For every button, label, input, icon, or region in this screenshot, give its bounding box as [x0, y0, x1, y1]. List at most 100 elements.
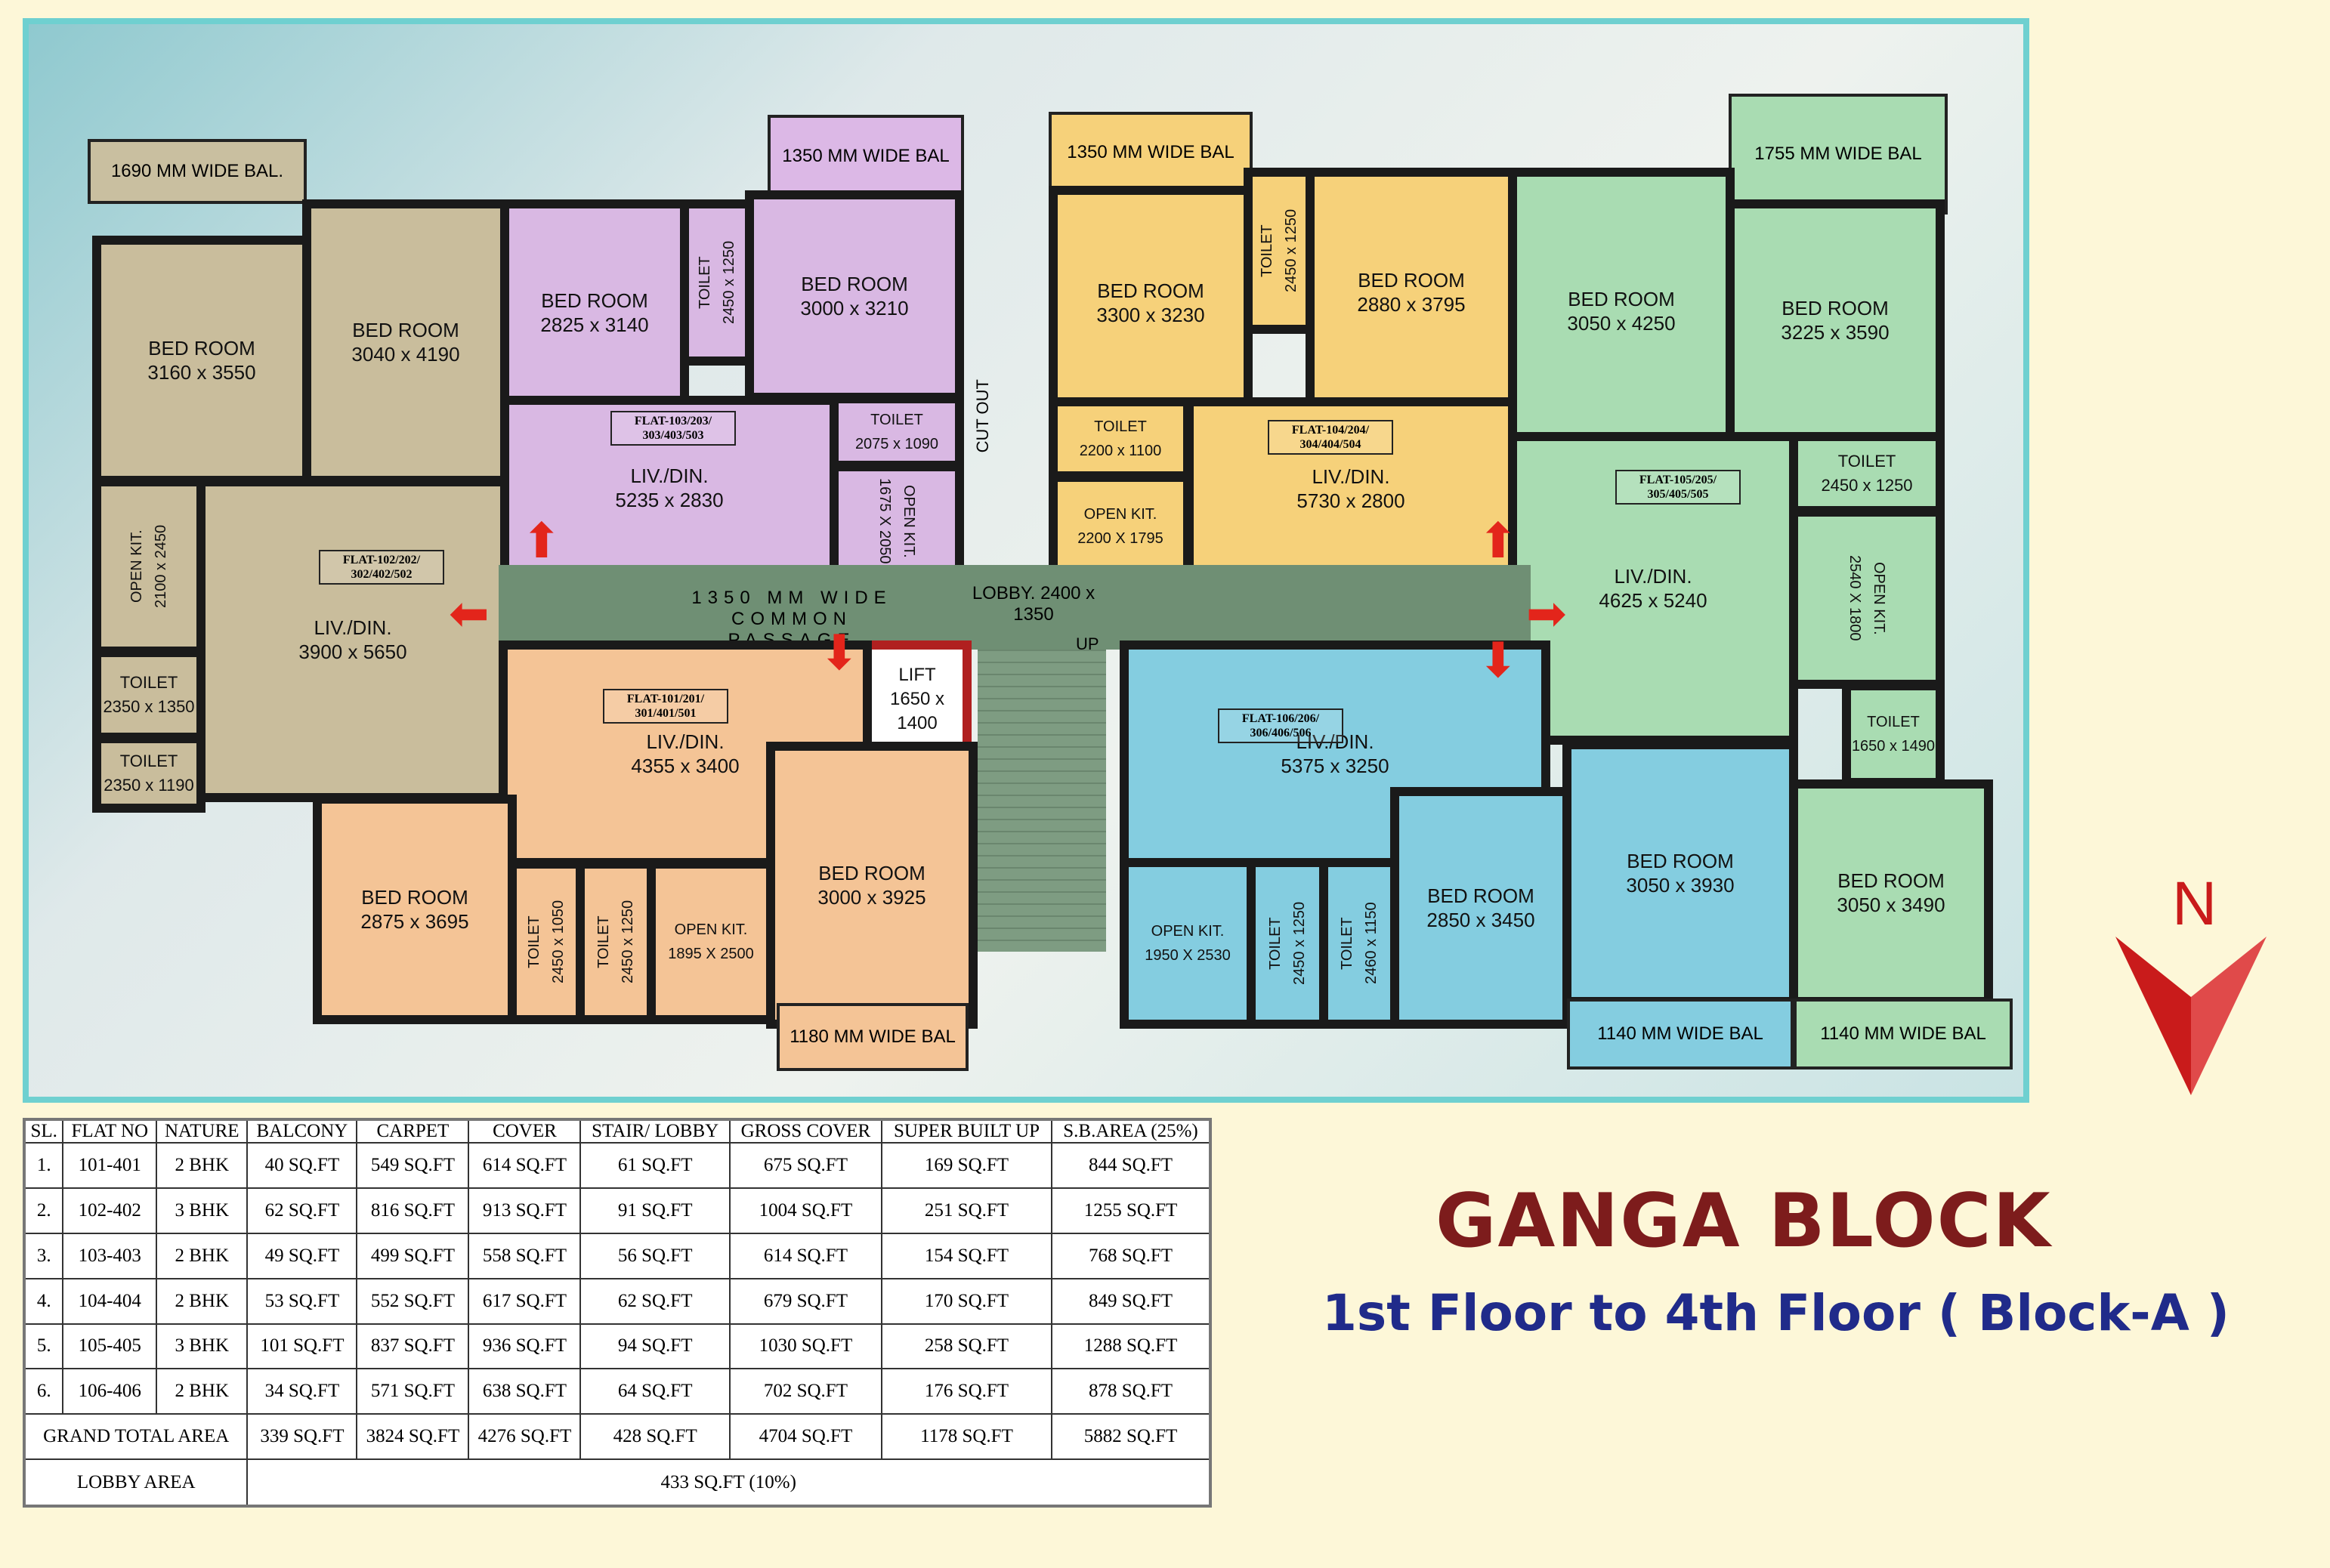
table-cell: 5882 SQ.FT: [1051, 1413, 1211, 1461]
table-cell: 6.: [23, 1368, 64, 1415]
table-cell: 101 SQ.FT: [246, 1323, 358, 1370]
table-cell: 617 SQ.FT: [468, 1277, 582, 1325]
balcony: 1350 MM WIDE BAL: [768, 115, 964, 198]
table-cell: 251 SQ.FT: [880, 1187, 1053, 1234]
table-cell: 675 SQ.FT: [728, 1142, 882, 1189]
column-header: FLAT NO: [62, 1119, 158, 1144]
table-cell: 638 SQ.FT: [468, 1368, 582, 1415]
entry-arrow: ⬆: [1478, 514, 1519, 568]
column-header: BALCONY: [246, 1119, 358, 1144]
room: LIV./DIN.3900 x 5650: [196, 477, 509, 802]
table-cell: 4.: [23, 1277, 64, 1325]
page-subtitle: 1st Floor to 4th Floor ( Block-A ): [1322, 1284, 2230, 1342]
entry-arrow: ⬇: [819, 625, 860, 680]
column-header: SUPER BUILT UP: [880, 1119, 1053, 1144]
table-cell: 936 SQ.FT: [468, 1323, 582, 1370]
column-header: NATURE: [156, 1119, 249, 1144]
table-cell: 3.: [23, 1232, 64, 1279]
table-cell: 768 SQ.FT: [1051, 1232, 1211, 1279]
table-cell: 558 SQ.FT: [468, 1232, 582, 1279]
table-cell: 102-402: [62, 1187, 158, 1234]
table-cell: 3824 SQ.FT: [356, 1413, 470, 1461]
flat-label: FLAT-103/203/ 303/403/503: [610, 411, 736, 446]
column-header: SL.: [23, 1119, 64, 1144]
table-cell: 170 SQ.FT: [880, 1277, 1053, 1325]
balcony: 1180 MM WIDE BAL: [777, 1003, 969, 1071]
table-cell: 878 SQ.FT: [1051, 1368, 1211, 1415]
column-header: S.B.AREA (25%): [1051, 1119, 1211, 1144]
column-header: STAIR/ LOBBY: [579, 1119, 731, 1144]
room: OPEN KIT.1895 X 2500: [647, 860, 775, 1024]
table-cell: 154 SQ.FT: [880, 1232, 1053, 1279]
compass-arrow-icon: [2115, 937, 2267, 1095]
balcony: 1140 MM WIDE BAL: [1567, 999, 1794, 1070]
room: OPEN KIT.2540 X 1800: [1789, 508, 1945, 689]
flat-label: FLAT-106/206/ 306/406/506: [1218, 708, 1343, 743]
common-passage: [499, 565, 1531, 650]
table-cell: 549 SQ.FT: [356, 1142, 470, 1189]
table-cell: 913 SQ.FT: [468, 1187, 582, 1234]
table-cell: 40 SQ.FT: [246, 1142, 358, 1189]
table-cell: 258 SQ.FT: [880, 1323, 1053, 1370]
room: OPEN KIT.1950 X 2530: [1120, 858, 1256, 1029]
table-cell: LOBBY AREA: [23, 1458, 249, 1507]
entry-arrow: ⬇: [1478, 633, 1519, 687]
table-cell: 1.: [23, 1142, 64, 1189]
table-cell: 3 BHK: [156, 1187, 249, 1234]
table-cell: 62 SQ.FT: [246, 1187, 358, 1234]
table-cell: 105-405: [62, 1323, 158, 1370]
balcony: 1140 MM WIDE BAL: [1794, 999, 2013, 1070]
north-label: N: [2172, 869, 2217, 938]
table-cell: 56 SQ.FT: [579, 1232, 731, 1279]
table-cell: 169 SQ.FT: [880, 1142, 1053, 1189]
table-cell: 2 BHK: [156, 1368, 249, 1415]
table-cell: 1004 SQ.FT: [728, 1187, 882, 1234]
table-cell: 64 SQ.FT: [579, 1368, 731, 1415]
table-cell: 499 SQ.FT: [356, 1232, 470, 1279]
column-header: GROSS COVER: [728, 1119, 882, 1144]
table-cell: 176 SQ.FT: [880, 1368, 1053, 1415]
table-cell: 4276 SQ.FT: [468, 1413, 582, 1461]
balcony: 1350 MM WIDE BAL: [1049, 112, 1253, 193]
table-cell: 3 BHK: [156, 1323, 249, 1370]
entry-arrow: ⬅: [449, 586, 490, 640]
room: OPEN KIT.2200 X 1795: [1049, 473, 1192, 580]
table-cell: 844 SQ.FT: [1051, 1142, 1211, 1189]
table-cell: 62 SQ.FT: [579, 1277, 731, 1325]
table-cell: 849 SQ.FT: [1051, 1277, 1211, 1325]
north-compass-icon: N: [2100, 869, 2282, 1110]
page-title: GANGA BLOCK: [1435, 1178, 2052, 1264]
table-cell: 4704 SQ.FT: [728, 1413, 882, 1461]
flat-label: FLAT-104/204/ 304/404/504: [1268, 420, 1393, 455]
flat-label: FLAT-102/202/ 302/402/502: [319, 550, 444, 585]
table-cell: 1030 SQ.FT: [728, 1323, 882, 1370]
table-cell: 91 SQ.FT: [579, 1187, 731, 1234]
table-cell: 702 SQ.FT: [728, 1368, 882, 1415]
table-cell: 61 SQ.FT: [579, 1142, 731, 1189]
table-cell: 34 SQ.FT: [246, 1368, 358, 1415]
table-cell: 1178 SQ.FT: [880, 1413, 1053, 1461]
